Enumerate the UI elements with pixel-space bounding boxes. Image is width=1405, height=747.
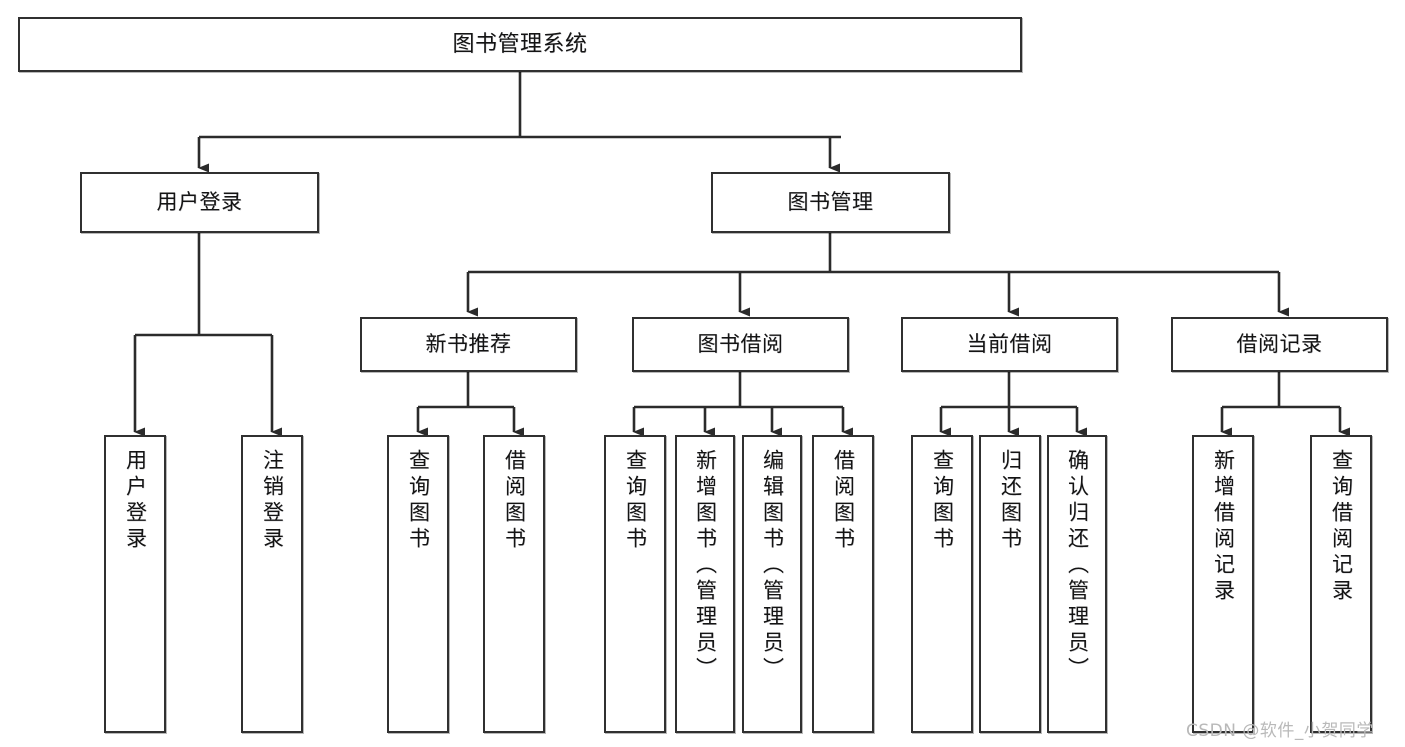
node-label: 借阅图书	[502, 449, 527, 553]
node-label: 查询图书	[930, 449, 955, 553]
node-label: 借阅记录	[1236, 332, 1323, 357]
node-label: 新增图书（管理员）	[693, 449, 718, 683]
node-leaf-confirm-return-admin[interactable]: 确认归还（管理员）	[1047, 435, 1107, 733]
node-label: 新书推荐	[425, 332, 512, 357]
node-label: 查询图书	[623, 449, 648, 553]
node-root-book-management-system[interactable]: 图书管理系统	[18, 17, 1022, 72]
node-label: 注销登录	[260, 449, 285, 553]
node-leaf-edit-book-admin[interactable]: 编辑图书（管理员）	[742, 435, 802, 733]
node-label: 用户登录	[156, 190, 243, 215]
node-leaf-query-book-current[interactable]: 查询图书	[911, 435, 973, 733]
node-book-management[interactable]: 图书管理	[711, 172, 950, 233]
node-label: 当前借阅	[966, 332, 1053, 357]
node-label: 图书管理	[787, 190, 874, 215]
node-book-borrow[interactable]: 图书借阅	[632, 317, 849, 372]
csdn-watermark: CSDN @软件_小贺同学	[1186, 721, 1374, 741]
node-label: 图书借阅	[697, 332, 784, 357]
node-label: 查询图书	[406, 449, 431, 553]
node-leaf-query-book-newbook[interactable]: 查询图书	[387, 435, 449, 733]
node-label: 查询借阅记录	[1329, 449, 1354, 605]
node-label: 归还图书	[998, 449, 1023, 553]
node-leaf-query-borrow-record[interactable]: 查询借阅记录	[1310, 435, 1372, 733]
node-leaf-query-book-borrow[interactable]: 查询图书	[604, 435, 666, 733]
node-leaf-add-book-admin[interactable]: 新增图书（管理员）	[675, 435, 735, 733]
node-leaf-logout[interactable]: 注销登录	[241, 435, 303, 733]
node-borrow-record[interactable]: 借阅记录	[1171, 317, 1388, 372]
node-label: 借阅图书	[831, 449, 856, 553]
node-label: 用户登录	[123, 449, 148, 553]
node-label: 确认归还（管理员）	[1065, 449, 1090, 683]
node-label: 编辑图书（管理员）	[760, 449, 785, 683]
node-new-book-recommendation[interactable]: 新书推荐	[360, 317, 577, 372]
node-label: 图书管理系统	[452, 31, 588, 57]
node-leaf-borrow-book[interactable]: 借阅图书	[812, 435, 874, 733]
node-leaf-user-login[interactable]: 用户登录	[104, 435, 166, 733]
node-leaf-borrow-book-newbook[interactable]: 借阅图书	[483, 435, 545, 733]
node-current-borrow[interactable]: 当前借阅	[901, 317, 1118, 372]
node-user-login[interactable]: 用户登录	[80, 172, 319, 233]
node-leaf-return-book[interactable]: 归还图书	[979, 435, 1041, 733]
node-leaf-add-borrow-record[interactable]: 新增借阅记录	[1192, 435, 1254, 733]
node-label: 新增借阅记录	[1211, 449, 1236, 605]
